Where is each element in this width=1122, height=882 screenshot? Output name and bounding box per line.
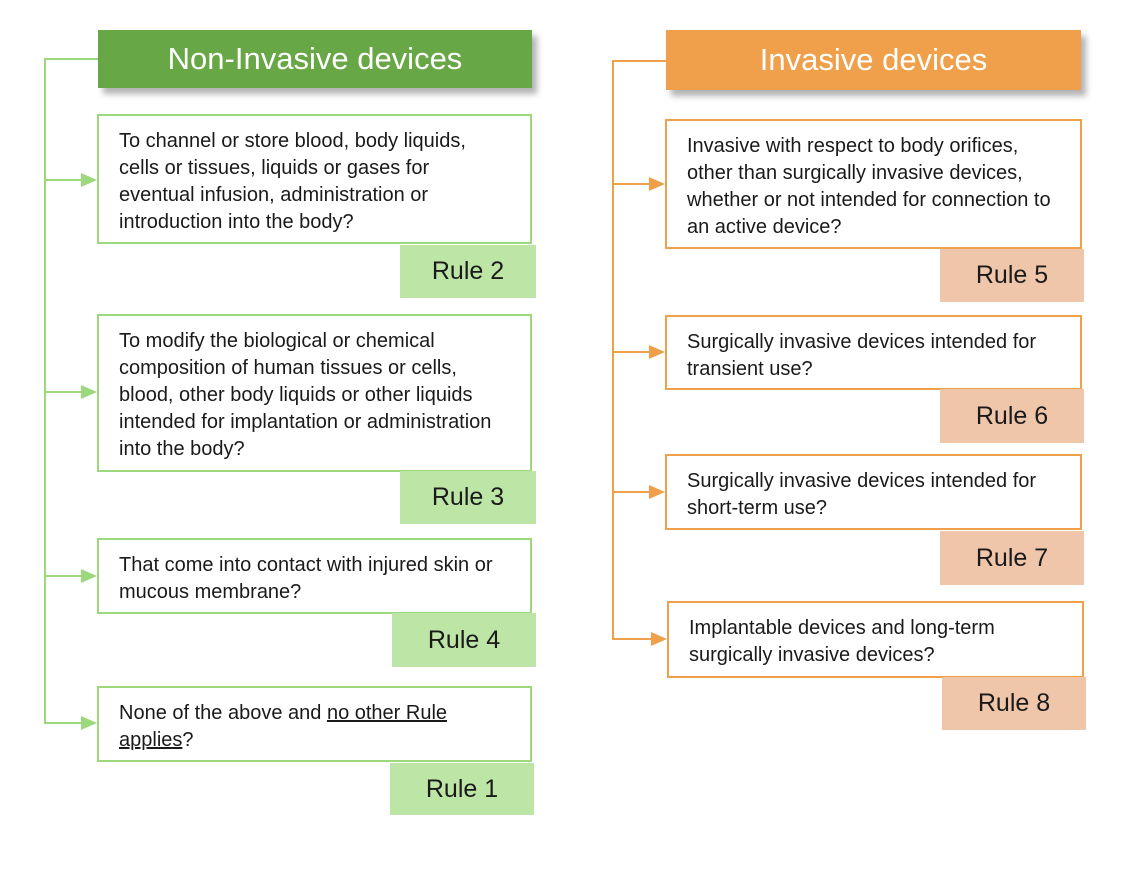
arrow-right-icon — [81, 385, 97, 399]
rule-badge: Rule 8 — [942, 677, 1086, 730]
arrow-right-icon — [651, 632, 667, 646]
non-invasive-header: Non-Invasive devices — [98, 30, 532, 88]
connector-line — [612, 638, 652, 640]
arrow-right-icon — [81, 716, 97, 730]
question-box: Implantable devices and long-term surgic… — [667, 601, 1084, 678]
connector-line — [612, 491, 650, 493]
arrow-right-icon — [649, 345, 665, 359]
rule-badge: Rule 7 — [940, 531, 1084, 585]
connector-line — [44, 179, 82, 181]
connector-line — [44, 58, 98, 60]
arrow-right-icon — [81, 173, 97, 187]
question-box: To modify the biological or chemical com… — [97, 314, 532, 472]
question-text: ? — [182, 729, 194, 751]
arrow-right-icon — [649, 177, 665, 191]
rule-badge: Rule 2 — [400, 245, 536, 298]
connector-line — [612, 60, 666, 62]
connector-line — [44, 722, 82, 724]
question-box: That come into contact with injured skin… — [97, 538, 532, 614]
question-text: None of the above and — [119, 702, 327, 724]
connector-line — [612, 351, 650, 353]
question-box: Invasive with respect to body orifices, … — [665, 119, 1082, 249]
rule-badge: Rule 1 — [390, 763, 534, 815]
invasive-header: Invasive devices — [666, 30, 1081, 90]
rule-badge: Rule 6 — [940, 389, 1084, 443]
connector-line — [612, 183, 650, 185]
arrow-right-icon — [81, 569, 97, 583]
connector-line — [44, 391, 82, 393]
rule-badge: Rule 5 — [940, 249, 1084, 302]
question-box: Surgically invasive devices intended for… — [665, 315, 1082, 390]
connector-line — [44, 575, 82, 577]
rule-badge: Rule 3 — [400, 471, 536, 524]
rule-badge: Rule 4 — [392, 613, 536, 667]
question-box: Surgically invasive devices intended for… — [665, 454, 1082, 530]
arrow-right-icon — [649, 485, 665, 499]
question-box: To channel or store blood, body liquids,… — [97, 114, 532, 244]
connector-line — [612, 60, 614, 640]
question-emphasis: no other Rule applies — [119, 702, 448, 751]
question-box: None of the above and no other Rule appl… — [97, 686, 532, 762]
